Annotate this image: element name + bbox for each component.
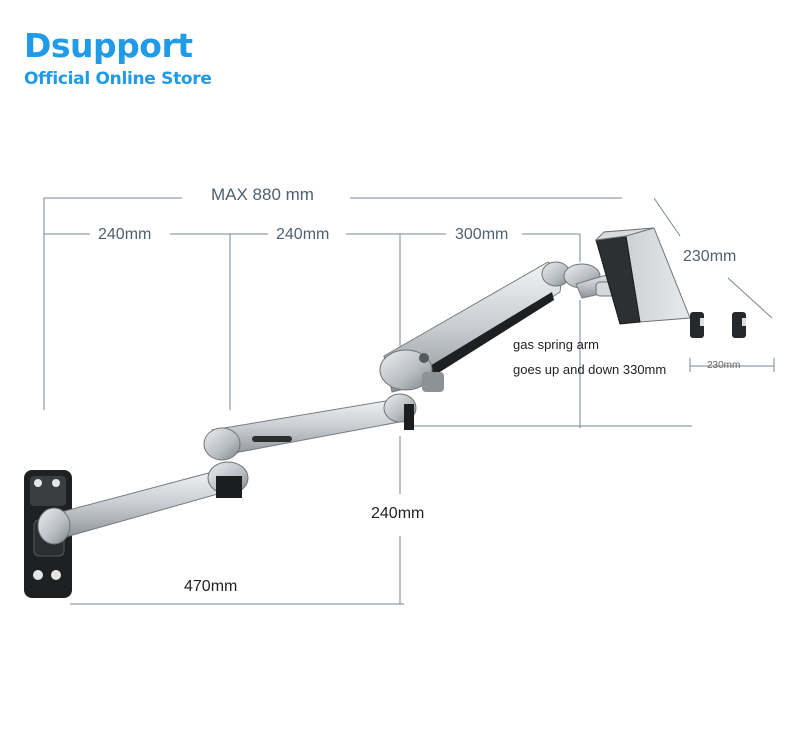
tilt-joint	[563, 263, 637, 299]
brand-logo: Dsupport Official Online Store	[24, 26, 212, 90]
brand-name: Dsupport	[24, 26, 193, 65]
max-width-label: MAX 880 mm	[211, 185, 314, 204]
arm-segment-2	[203, 393, 417, 461]
laptop-tray	[594, 227, 746, 338]
tray-width-label: 230mm	[707, 360, 741, 371]
dimension-lines	[43, 197, 775, 605]
segment-2-label: 240mm	[276, 226, 330, 243]
wall-reach-label: 470mm	[184, 578, 238, 595]
segment-3-label: 300mm	[455, 226, 509, 243]
brand-subtitle: Official Online Store	[24, 69, 212, 89]
gas-spring-note: gas spring arm	[513, 337, 599, 352]
tray-depth-label: 230mm	[683, 248, 737, 265]
segment-1-label: 240mm	[98, 226, 152, 243]
gas-spring-arm	[379, 261, 571, 393]
travel-note: goes up and down 330mm	[513, 362, 667, 377]
height-offset-label: 240mm	[371, 505, 425, 522]
arm-segment-1	[37, 461, 249, 545]
